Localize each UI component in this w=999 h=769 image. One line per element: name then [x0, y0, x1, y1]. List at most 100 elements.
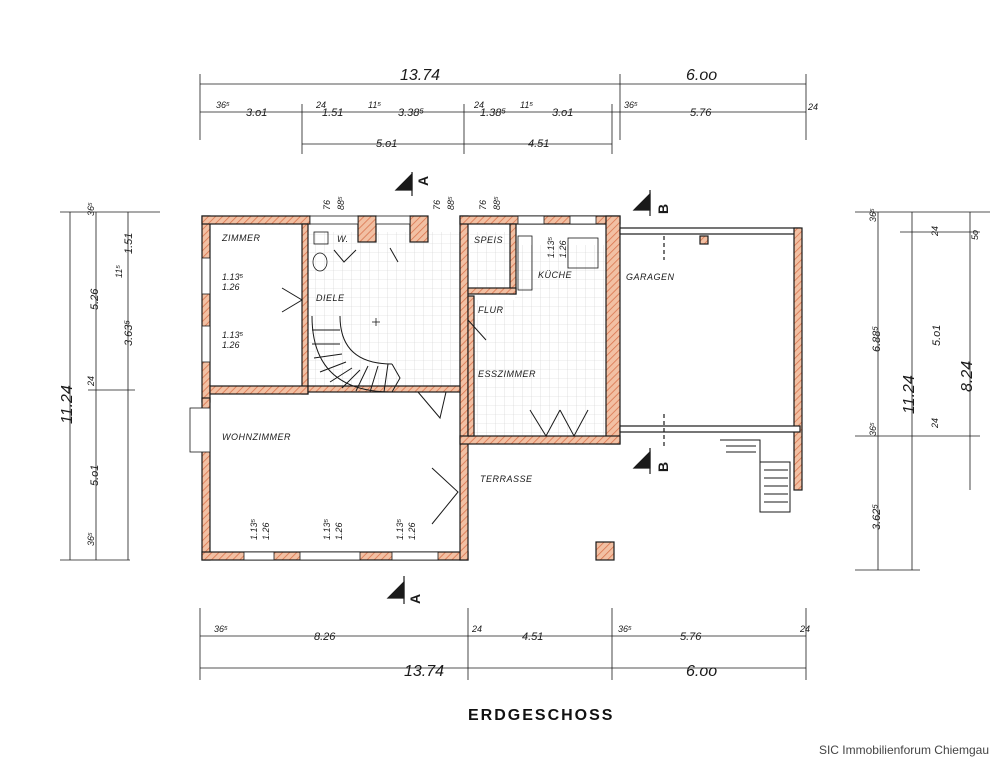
walls — [201, 215, 803, 561]
room-esszimmer: ESSZIMMER — [478, 369, 536, 379]
door-dim-1a: 76 — [322, 200, 332, 210]
dim-bottom-4: 4.51 — [522, 631, 543, 643]
dim-bottom-7: 24 — [799, 624, 810, 634]
image-credit: SIC Immobilienforum Chiemgau — [818, 743, 989, 757]
bottom-dimensions: 36⁵ 8.26 24 4.51 36⁵ 5.76 24 13.74 6.oo — [214, 624, 810, 680]
dim-top-13: 24 — [807, 102, 818, 112]
dim-top-3: 24 — [315, 100, 326, 110]
dim-top-10: 3.o1 — [552, 107, 573, 119]
window-dim-3b: 1.26 — [261, 522, 271, 540]
dim-left-1: 36⁵ — [86, 202, 96, 216]
right-dimensions: 11.24 8.24 36⁵ 24 5o 6.88⁵ 5.o1 24 36⁵ 3… — [868, 208, 980, 530]
dim-bottom-3: 24 — [471, 624, 482, 634]
door-dim-2b: 88⁵ — [446, 196, 456, 210]
dim-top-9: 11⁵ — [520, 100, 533, 110]
dim-right-2: 24 — [930, 226, 940, 237]
window-dim-3a: 1.13⁵ — [249, 518, 259, 540]
window-dim-4a: 1.13⁵ — [322, 518, 332, 540]
section-markers — [386, 172, 665, 604]
floor-tiles — [305, 232, 610, 440]
dim-right-8: 3.62⁵ — [871, 504, 883, 530]
windows — [189, 215, 597, 561]
window-dim-4b: 1.26 — [334, 522, 344, 540]
dim-bottom-total-right: 6.oo — [686, 663, 717, 680]
section-a-bottom — [386, 576, 405, 604]
room-flur: FLUR — [478, 305, 504, 315]
dim-bottom-6: 5.76 — [680, 631, 702, 643]
dim-bottom-2: 8.26 — [314, 631, 336, 643]
dim-top-5: 11⁵ — [368, 100, 381, 110]
room-diele: DIELE — [316, 293, 345, 303]
room-wc: W. — [337, 234, 349, 244]
dim-top-2: 3.o1 — [246, 107, 267, 119]
dim-left-5: 3.63⁵ — [123, 320, 135, 346]
window-dim-2a: 1.13⁵ — [222, 330, 244, 340]
dim-right-3: 5o — [970, 230, 980, 240]
dimension-lines — [60, 74, 990, 680]
door-dim-2a: 76 — [432, 200, 442, 210]
door-dim-3a: 76 — [478, 200, 488, 210]
dim-top-4: 1.51 — [322, 107, 343, 119]
room-zimmer: ZIMMER — [221, 233, 261, 243]
dim-right-5: 5.o1 — [931, 325, 943, 346]
dim-right-4: 6.88⁵ — [871, 326, 883, 352]
dim-bottom-1: 36⁵ — [214, 624, 228, 634]
dim-left-4: 5.26 — [89, 288, 101, 310]
dim-right-1: 36⁵ — [868, 208, 878, 222]
dim-top-row2-2: 4.51 — [528, 138, 549, 150]
dim-right-7: 36⁵ — [868, 422, 878, 436]
section-a-top — [394, 172, 413, 196]
window-dim-1b: 1.26 — [222, 282, 240, 292]
door-dim-3b: 88⁵ — [492, 196, 502, 210]
dim-top-11: 36⁵ — [624, 100, 638, 110]
dim-right-total-a: 11.24 — [901, 375, 918, 414]
room-wohnzimmer: WOHNZIMMER — [222, 432, 291, 442]
dim-top-12: 5.76 — [690, 107, 712, 119]
dim-left-total: 11.24 — [59, 385, 76, 424]
room-kueche: KÜCHE — [538, 270, 573, 280]
dim-right-6: 24 — [930, 418, 940, 429]
window-dim-6a: 1.13⁵ — [546, 236, 556, 258]
dim-top-1: 36⁵ — [216, 100, 230, 110]
fixtures — [312, 231, 599, 326]
window-dim-5a: 1.13⁵ — [395, 518, 405, 540]
section-b-top-label: B — [655, 204, 671, 214]
spiral-staircase — [311, 315, 401, 393]
room-garagen: GARAGEN — [626, 272, 675, 282]
section-b-bottom — [632, 414, 665, 474]
section-a-top-label: A — [415, 176, 431, 186]
garage-stairs — [720, 439, 791, 513]
door-dim-1b: 88⁵ — [336, 196, 346, 210]
page-title: ERDGESCHOSS — [468, 707, 614, 724]
window-dim-5b: 1.26 — [407, 522, 417, 540]
dim-left-7: 5.o1 — [89, 465, 101, 486]
section-b-bottom-label: B — [655, 462, 671, 472]
dim-top-row2-1: 5.o1 — [376, 138, 397, 150]
left-dimensions: 11.24 36⁵ 1.51 11⁵ 5.26 3.63⁵ 24 5.o1 36… — [59, 202, 135, 546]
dim-right-total-b: 8.24 — [959, 361, 976, 392]
room-labels: ZIMMER W. DIELE SPEIS KÜCHE FLUR GARAGEN… — [221, 233, 675, 484]
window-dim-2b: 1.26 — [222, 340, 240, 350]
dim-top-8: 1.38⁵ — [480, 107, 506, 119]
room-terrasse: TERRASSE — [480, 474, 533, 484]
window-dim-1a: 1.13⁵ — [222, 272, 244, 282]
dim-bottom-5: 36⁵ — [618, 624, 632, 634]
top-dimensions: 13.74 6.oo 36⁵ 3.o1 24 1.51 11⁵ 3.38⁵ 24… — [216, 67, 818, 150]
dim-top-6: 3.38⁵ — [398, 107, 424, 119]
dim-left-6: 24 — [86, 376, 96, 387]
window-dim-6b: 1.26 — [558, 240, 568, 258]
room-speis: SPEIS — [474, 235, 503, 245]
window-dimensions: 1.13⁵ 1.26 1.13⁵ 1.26 1.13⁵ 1.26 1.13⁵ 1… — [222, 196, 568, 540]
dim-left-8: 36⁵ — [86, 532, 96, 546]
section-labels: A A B B — [407, 176, 671, 604]
dim-top-total-right: 6.oo — [686, 67, 717, 84]
dim-left-3: 11⁵ — [114, 265, 124, 278]
dim-top-total-left: 13.74 — [400, 67, 440, 84]
dim-top-7: 24 — [473, 100, 484, 110]
dim-bottom-total-left: 13.74 — [404, 663, 444, 680]
section-a-bottom-label: A — [407, 594, 423, 604]
dim-left-2: 1.51 — [123, 233, 135, 254]
section-b-top — [632, 190, 665, 260]
doors — [281, 247, 589, 525]
